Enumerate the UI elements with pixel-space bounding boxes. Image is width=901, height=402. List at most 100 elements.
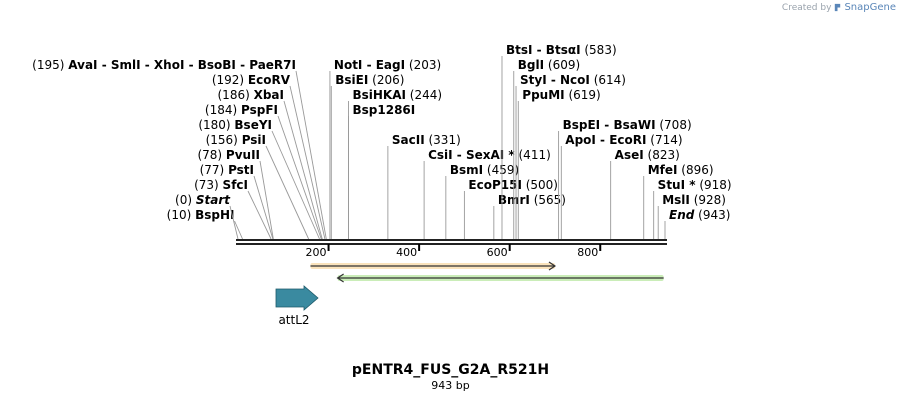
site-position: (411) [515,148,551,162]
site-label: BtsI - BtsαI (583) [506,43,617,57]
site-position: (0) [175,193,196,207]
site-position: (943) [694,208,730,222]
site-position: (459) [483,163,519,177]
site-label: (0) Start [175,193,231,207]
site-label: SacII (331) [392,133,461,147]
site-label: ApoI - EcoRI (714) [565,133,682,147]
site-ecop15i[interactable]: EcoP15I (500) [463,178,558,239]
site-bsp1286i[interactable]: Bsp1286I [348,103,415,239]
site-mfei[interactable]: MfeI (896) [643,163,714,239]
site-position: (609) [544,58,580,72]
site-enzyme: BspHI [195,208,234,222]
site-position: (619) [565,88,601,102]
translation-orange-orf[interactable] [310,261,557,271]
site-styi[interactable]: StyI - NcoI (614) [515,73,626,239]
site-position: (896) [677,163,713,177]
site-apoi[interactable]: ApoI - EcoRI (714) [560,133,683,239]
translation-green-orf[interactable] [336,273,664,283]
top-strand-line [236,239,667,241]
site-enzyme: PspFI [241,103,278,117]
site-stui[interactable]: StuI * (918) [653,178,732,239]
site-msli[interactable]: MslI (928) [657,193,726,239]
site-bspei[interactable]: BspEI - BsaWI (708) [558,118,692,239]
site-label: (195) AvaI - SmlI - XhoI - BsoBI - PaeR7… [32,58,296,72]
site-end[interactable]: End (943) [664,208,730,239]
ruler-tick-label: 600 [487,246,508,259]
site-label: (10) BspHI [167,208,235,222]
site-ecorv[interactable]: (192) EcoRV [212,73,326,240]
site-bsphi[interactable]: (10) BspHI [167,208,243,240]
site-ppumi[interactable]: PpuMI (619) [517,88,601,239]
site-xbai[interactable]: (186) XbaI [218,88,323,240]
site-btsi[interactable]: BtsI - BtsαI (583) [501,43,617,239]
site-enzyme: BsiHKAI [352,88,406,102]
site-label: MslI (928) [662,193,726,207]
credit-brand: SnapGene [844,2,896,13]
site-csii[interactable]: CsiI - SexAI * (411) [423,148,551,239]
site-stem [253,175,274,240]
site-enzyme: BtsI - BtsαI [506,43,581,57]
feature-attL2[interactable]: attL2 [275,285,319,327]
site-position: (77) [200,163,228,177]
site-bmri[interactable]: BmrI (565) [493,193,566,239]
site-enzyme: SfcI [223,178,248,192]
site-sfci[interactable]: (73) SfcI [194,178,272,240]
site-enzyme: NotI - EagI [334,58,405,72]
translations [310,261,664,283]
feature-arrow-shape[interactable] [275,285,319,311]
site-bseyi[interactable]: (180) BseYI [198,118,320,240]
site-sacii[interactable]: SacII (331) [387,133,461,239]
site-label: BsiEI (206) [335,73,404,87]
site-enzyme: End [669,208,695,222]
site-label: NotI - EagI (203) [334,58,441,72]
site-position: (331) [425,133,461,147]
site-label: BsiHKAI (244) [352,88,442,102]
site-label: BglI (609) [518,58,580,72]
site-enzyme: Bsp1286I [352,103,415,117]
site-label: (78) PvuII [197,148,260,162]
site-enzyme: AseI [615,148,644,162]
site-enzyme: XbaI [254,88,284,102]
feature-label: attL2 [278,313,309,327]
site-position: (206) [368,73,404,87]
site-stem [229,205,239,240]
ruler-tick-label: 200 [306,246,327,259]
site-position: (195) [32,58,68,72]
site-bsmi[interactable]: BsmI (459) [445,163,519,239]
site-enzyme: ApoI - EcoRI [565,133,646,147]
site-stem [289,85,326,240]
features: attL2 [275,285,319,327]
site-label: EcoP15I (500) [468,178,558,192]
site-position: (184) [205,103,241,117]
site-psti[interactable]: (77) PstI [200,163,274,240]
site-bgli[interactable]: BglI (609) [513,58,580,239]
site-position: (73) [194,178,222,192]
site-pspfi[interactable]: (184) PspFI [205,103,322,240]
site-position: (203) [405,58,441,72]
site-bsiei[interactable]: BsiEI (206) [330,73,404,239]
site-enzyme: BspEI - BsaWI [563,118,656,132]
site-start[interactable]: (0) Start [175,193,239,240]
site-enzyme: MfeI [648,163,678,177]
site-position: (500) [522,178,558,192]
site-position: (708) [656,118,692,132]
site-enzyme: EcoP15I [468,178,522,192]
site-pvuii[interactable]: (78) PvuII [197,148,274,240]
site-asei[interactable]: AseI (823) [610,148,680,239]
site-position: (918) [696,178,732,192]
site-label: (186) XbaI [218,88,285,102]
site-noti[interactable]: NotI - EagI (203) [329,58,441,239]
site-label: PpuMI (619) [522,88,600,102]
site-avai[interactable]: (195) AvaI - SmlI - XhoI - BsoBI - PaeR7… [32,58,327,240]
site-enzyme: CsiI - SexAI * [428,148,515,162]
site-position: (10) [167,208,195,222]
site-enzyme: StyI - NcoI [520,73,590,87]
snapgene-credit: Created by SnapGene [782,2,896,13]
site-enzyme: BsiEI [335,73,368,87]
site-position: (244) [406,88,442,102]
site-position: (583) [581,43,617,57]
site-label: End (943) [669,208,730,222]
site-position: (614) [590,73,626,87]
site-psii[interactable]: (156) PsiI [206,133,310,240]
